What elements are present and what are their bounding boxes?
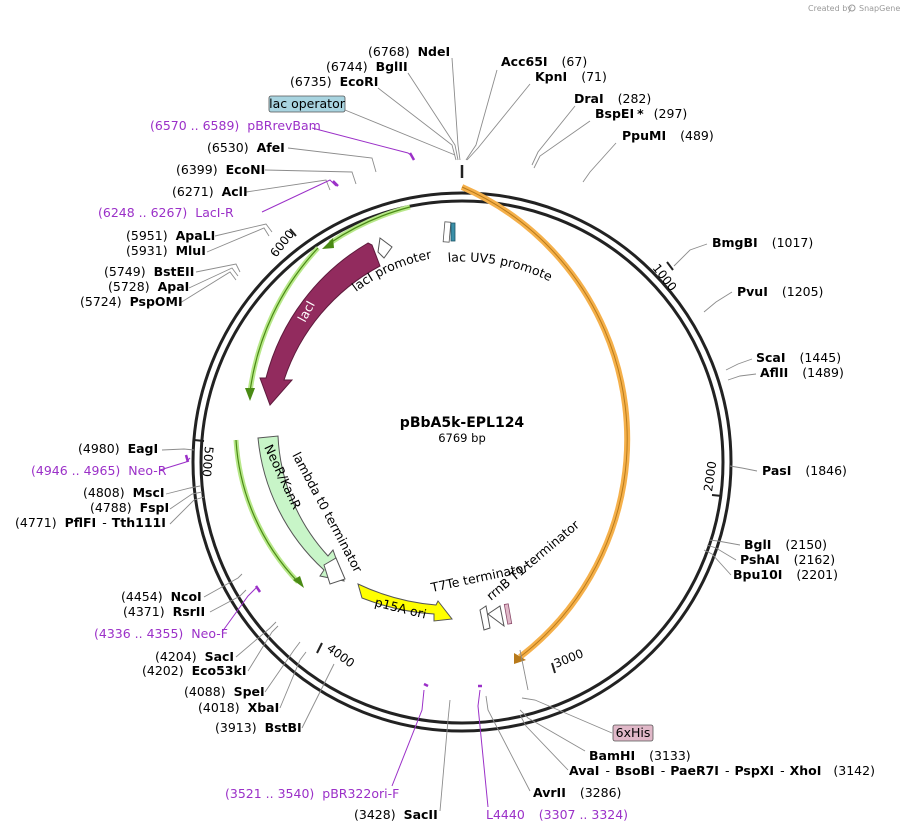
site-xbai: (4018)XbaI — [198, 700, 279, 715]
backbone — [191, 191, 733, 733]
site-spei: (4088)SpeI — [184, 684, 265, 699]
site-pvui: PvuI(1205) — [737, 284, 823, 299]
site-bmgbi: BmgBI(1017) — [712, 235, 813, 250]
lacI-feature[interactable] — [259, 242, 381, 406]
site-sacii: (3428)SacII — [354, 807, 438, 822]
his-tag-label: 6xHis — [616, 725, 651, 740]
site-apai: (5728)ApaI — [108, 279, 189, 294]
site-avai-group: AvaI-BsoBI-PaeR7I-PspXI-XhoI(3142) — [569, 763, 875, 778]
tick-5000 — [193, 439, 205, 442]
tick-label-4000: 4000 — [324, 641, 357, 670]
site-eagi: (4980)EagI — [78, 441, 158, 456]
primer-laci-r: (6248 .. 6267)LacI-R — [98, 205, 234, 220]
primer-lines — [159, 127, 489, 808]
primer-l4440: L4440(3307 .. 3324) — [486, 807, 628, 822]
his-tag-marker — [503, 603, 513, 625]
lac-upper-green-arrowhead — [322, 238, 334, 249]
site-eco53ki: (4202)Eco53kI — [142, 663, 246, 678]
lac-operator-marker — [450, 222, 456, 242]
lacI-green-arrowhead — [245, 388, 255, 401]
site-fspi: (4788)FspI — [90, 500, 169, 515]
site-ndei: (6768)NdeI — [368, 44, 450, 59]
site-kpni: KpnI(71) — [535, 69, 607, 84]
primer-pbrrevbam: (6570 .. 6589)pBRrevBam — [150, 118, 321, 133]
lac-uv5-promoter-marker — [442, 221, 452, 243]
primer-neo-f: (4336 .. 4355)Neo-F — [94, 626, 228, 641]
site-acc65i: Acc65I(67) — [501, 54, 587, 69]
site-bsteii: (5749)BstEII — [104, 264, 194, 279]
site-labels: (6768)NdeI (6744)BglII (6735)EcoRI Acc65… — [15, 44, 875, 822]
site-apali: (5951)ApaLI — [126, 228, 215, 243]
primer-neo-r: (4946 .. 4965)Neo-R — [31, 463, 167, 478]
tick-3000 — [551, 662, 556, 674]
site-econi: (6399)EcoNI — [176, 162, 265, 177]
leader-lines — [161, 57, 758, 812]
site-msci: (4808)MscI — [83, 485, 165, 500]
lac-operator-box — [268, 95, 346, 113]
lac-upper-green-arrow-line — [329, 206, 411, 244]
site-mlui: (5931)MluI — [126, 243, 206, 258]
site-pasi: PasI(1846) — [762, 463, 847, 478]
tick-label-1000: 1000 — [650, 261, 680, 294]
green-arrows — [233, 204, 411, 588]
site-ncoi: (4454)NcoI — [121, 589, 202, 604]
site-bstbi: (3913)BstBI — [215, 720, 302, 735]
tick-4000 — [316, 642, 323, 654]
site-pflfi-tth111i: (4771)PflFI-Tth111I — [15, 515, 166, 530]
p15a-ori-label: p15A ori — [373, 594, 428, 621]
backbone-outer-ring — [191, 191, 733, 733]
his-tag: 6xHis — [612, 724, 654, 742]
lac-upper-green-arrow — [328, 204, 411, 246]
rrnb-label: rrnB T1 terminator — [483, 516, 582, 603]
lambda-t0-arrow — [323, 557, 346, 585]
his-tag-box — [612, 724, 654, 742]
site-bgli: BglI(2150) — [744, 537, 827, 552]
snapgene-credit: Created by SnapGene — [808, 4, 900, 13]
tick-label-3000: 3000 — [552, 646, 586, 670]
neo-kanr-feature[interactable] — [257, 435, 345, 582]
tick-1000 — [666, 261, 674, 271]
neo-green-arrow-line — [235, 439, 299, 583]
site-pspomi: (5724)PspOMI — [80, 294, 183, 309]
lacI-promoter-arrow — [377, 237, 393, 259]
primer-pbr322ori-f: (3521 .. 3540)pBR322ori-F — [225, 786, 399, 801]
site-aflii: AflII(1489) — [760, 365, 844, 380]
lacI-green-arrow-line — [249, 247, 319, 393]
site-bglii: (6744)BglII — [326, 59, 408, 74]
site-pshai: PshAI(2162) — [740, 552, 835, 567]
neo-green-arrowhead — [293, 576, 304, 588]
credit-text: Created by — [808, 4, 852, 13]
plasmid-name: pBbA5k-EPL124 — [400, 415, 525, 431]
site-afei: (6530)AfeI — [207, 140, 285, 155]
tick-label-5000: 5000 — [199, 446, 216, 478]
site-rsrii: (4371)RsrII — [123, 604, 205, 619]
site-drai: DraI(282) — [574, 91, 651, 106]
p15a-ori-feature[interactable] — [357, 583, 453, 622]
lac-operator-label: lac operator — [269, 96, 346, 111]
backbone-inner-ring — [199, 199, 725, 725]
orf-arc-line — [461, 186, 628, 658]
site-saci: (4204)SacI — [155, 649, 234, 664]
site-ppumi: PpuMI(489) — [622, 128, 714, 143]
site-bspei: BspEI*(297) — [595, 106, 687, 121]
snapgene-logo-icon — [848, 4, 856, 12]
primer-labels: (6570 .. 6589)pBRrevBam (6248 .. 6267)La… — [31, 118, 628, 822]
site-scai: ScaI(1445) — [756, 350, 841, 365]
plasmid-size: 6769 bp — [438, 431, 486, 445]
lac-operator-tag: lac operator — [268, 95, 456, 156]
orf-arrowhead — [514, 653, 526, 664]
site-bamhi: BamHI(3133) — [589, 748, 691, 763]
tick-label-2000: 2000 — [701, 460, 719, 492]
tick-6000 — [289, 228, 297, 237]
site-ecori: (6735)EcoRI — [290, 74, 378, 89]
site-avrii: AvrII(3286) — [533, 785, 621, 800]
tick-2000 — [711, 494, 723, 497]
t7te-terminator-arrow — [479, 605, 491, 631]
credit-brand: SnapGene — [859, 4, 900, 13]
site-acli: (6271)AclI — [172, 184, 248, 199]
site-bpu10i: Bpu10I(2201) — [733, 567, 838, 582]
rrnb-terminator-arrow — [487, 605, 505, 628]
